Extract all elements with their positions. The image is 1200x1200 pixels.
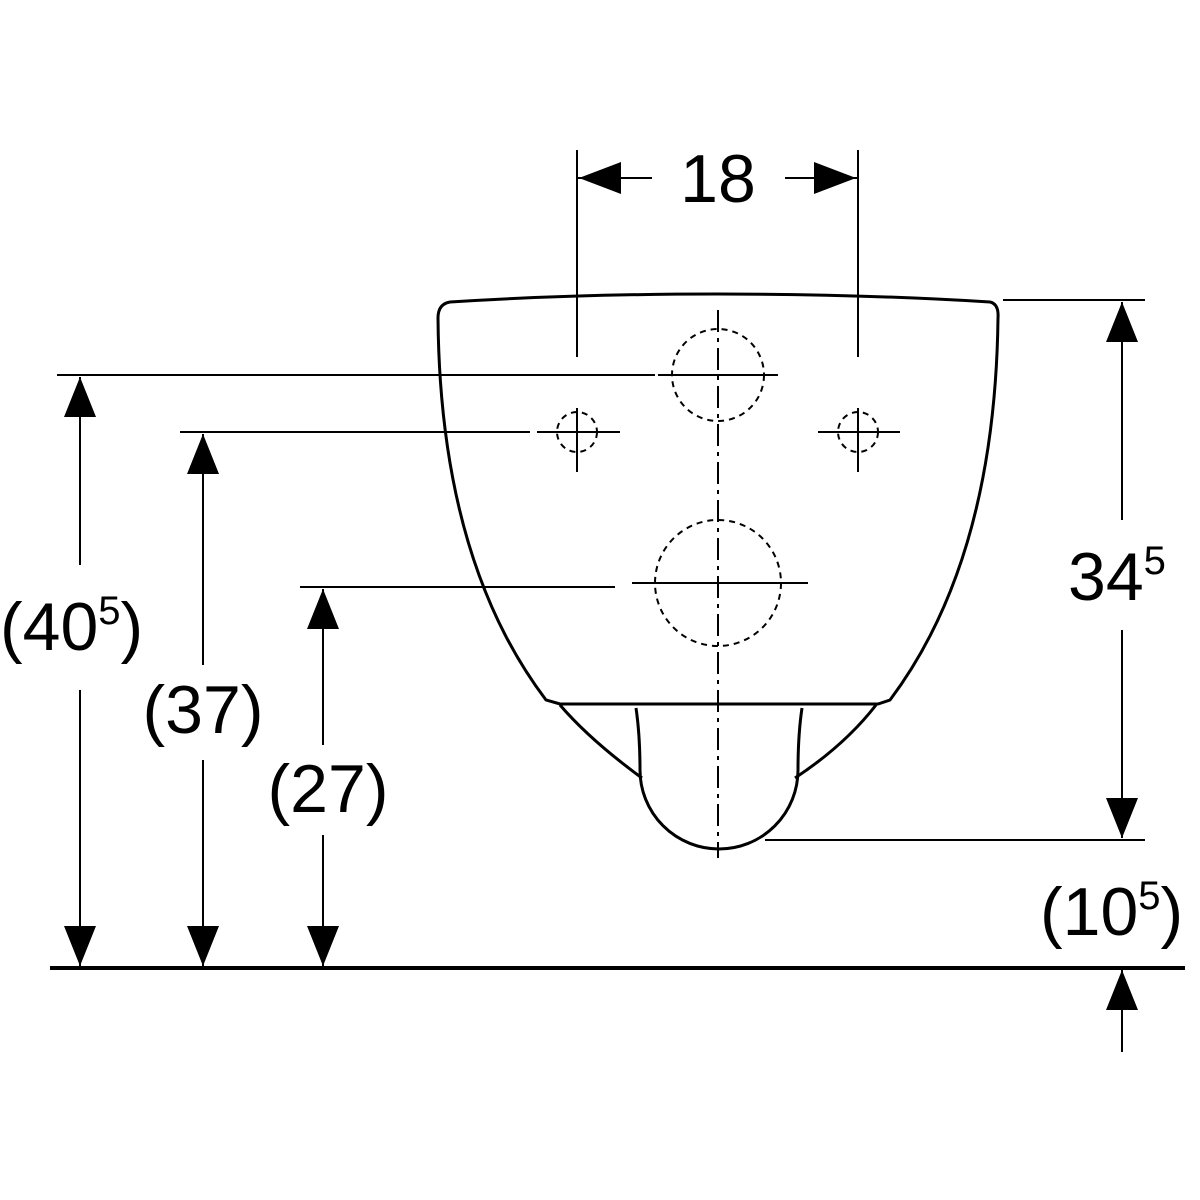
- arrowhead: [1106, 302, 1138, 342]
- dimension-label-10-5: (105): [1040, 874, 1183, 950]
- arrowhead: [187, 434, 219, 474]
- arrowhead: [1106, 798, 1138, 838]
- arrowhead: [187, 926, 219, 966]
- arrowhead: [1106, 970, 1138, 1010]
- arrowhead: [307, 589, 339, 629]
- dimension-label-37: (37): [143, 672, 264, 748]
- arrowhead: [579, 162, 621, 194]
- dimension-label-27: (27): [268, 751, 389, 827]
- dimension-label-40-5: (405): [0, 589, 143, 665]
- arrowhead: [814, 162, 856, 194]
- bowl-outline: [436, 292, 1000, 706]
- dimension-label-34-5: 345: [1068, 539, 1166, 615]
- arrowhead: [64, 377, 96, 417]
- arrowhead: [307, 926, 339, 966]
- dimension-label-18: 18: [680, 141, 756, 217]
- bowl-lower-shell: [558, 704, 878, 780]
- arrowhead: [64, 926, 96, 966]
